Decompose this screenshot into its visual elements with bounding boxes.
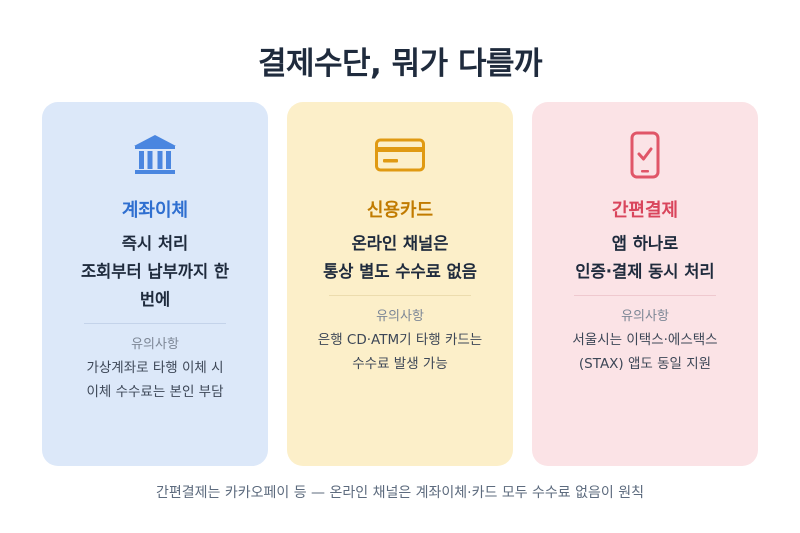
feature-line: 즉시 처리 [121, 234, 189, 253]
feature-line: 번에 [139, 290, 171, 309]
note-line: 수수료 발생 가능 [352, 356, 448, 372]
note-line: 서울시는 이택스·에스택스 [572, 332, 718, 348]
feature-text: 앱 하나로 인증·결제 동시 처리 [546, 230, 744, 286]
card-simple-payment: 간편결제 앱 하나로 인증·결제 동시 처리 유의사항 서울시는 이택스·에스택… [532, 102, 758, 466]
feature-text: 온라인 채널은 통상 별도 수수료 없음 [301, 230, 499, 286]
divider [329, 295, 471, 296]
method-title: 간편결제 [611, 200, 679, 221]
note-text: 서울시는 이택스·에스택스 (STAX) 앱도 동일 지원 [542, 328, 748, 376]
note-line: 가상계좌로 타행 이체 시 [86, 360, 224, 376]
card-account-transfer: 계좌이체 즉시 처리 조회부터 납부까지 한 번에 유의사항 가상계좌로 타행 … [42, 102, 268, 466]
divider [574, 295, 716, 296]
note-line: (STAX) 앱도 동일 지원 [578, 356, 712, 372]
note-text: 은행 CD·ATM기 타행 카드는 수수료 발생 가능 [297, 328, 503, 376]
mobile-check-icon [532, 131, 758, 179]
feature-line: 조회부터 납부까지 한 [80, 262, 230, 281]
feature-line: 앱 하나로 [611, 234, 679, 253]
credit-card-icon [287, 132, 513, 178]
page-title: 결제수단, 뭐가 다를까 [257, 46, 543, 82]
feature-text: 즉시 처리 조회부터 납부까지 한 번에 [56, 230, 254, 314]
method-title: 신용카드 [366, 200, 434, 221]
feature-line: 온라인 채널은 [351, 234, 449, 253]
note-label: 유의사항 [376, 309, 424, 324]
note-text: 가상계좌로 타행 이체 시 이체 수수료는 본인 부담 [52, 356, 258, 404]
note-label: 유의사항 [131, 337, 179, 352]
feature-line: 통상 별도 수수료 없음 [323, 262, 477, 281]
note-label: 유의사항 [621, 309, 669, 324]
feature-line: 인증·결제 동시 처리 [575, 262, 715, 281]
method-title: 계좌이체 [121, 200, 189, 221]
bank-icon [42, 132, 268, 178]
note-line: 은행 CD·ATM기 타행 카드는 [317, 332, 483, 348]
card-credit-card: 신용카드 온라인 채널은 통상 별도 수수료 없음 유의사항 은행 CD·ATM… [287, 102, 513, 466]
note-line: 이체 수수료는 본인 부담 [86, 384, 224, 400]
footer-note: 간편결제는 카카오페이 등 — 온라인 채널은 계좌이체·카드 모두 수수료 없… [156, 485, 644, 501]
divider [84, 323, 226, 324]
